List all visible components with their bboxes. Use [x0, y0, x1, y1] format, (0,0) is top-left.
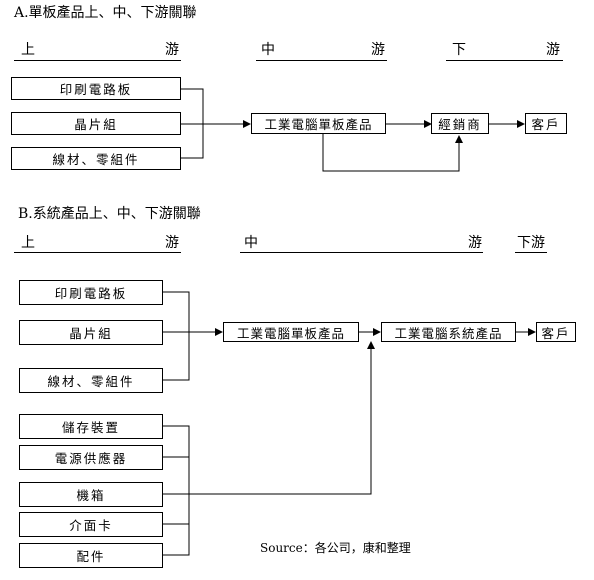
b-input-chassis: 機箱 — [19, 482, 163, 507]
a-downstream-underline — [446, 60, 563, 61]
a-distributor-node: 經銷商 — [431, 113, 489, 134]
b-group2-to-system-arrow — [163, 341, 375, 495]
b-input-pcb: 印刷電路板 — [19, 280, 163, 305]
b-input-wires-components: 線材、零組件 — [19, 368, 163, 393]
b-group2-bracket — [163, 425, 190, 556]
section-a-title: A.單板產品上、中、下游關聯 — [14, 5, 197, 21]
a-stage-midstream-2: 游 — [371, 42, 385, 58]
a-stage-downstream-2: 游 — [546, 42, 560, 58]
b-stage-upstream-2: 游 — [165, 235, 179, 251]
b-board-product-node: 工業電腦單板產品 — [223, 322, 359, 342]
b-downstream-underline — [515, 252, 547, 253]
b-customer-node: 客戶 — [536, 322, 576, 342]
a-input-chipset: 晶片組 — [11, 112, 181, 135]
a-board-product-node: 工業電腦單板產品 — [251, 113, 386, 134]
b-input-accessories: 配件 — [19, 543, 163, 568]
b-stage-midstream-2: 游 — [468, 235, 482, 251]
b-stage-midstream-1: 中 — [244, 235, 258, 251]
a-upstream-underline — [14, 60, 181, 61]
b-input-power-supply: 電源供應器 — [19, 445, 163, 470]
a-stage-midstream-1: 中 — [261, 42, 275, 58]
a-input-wires-components: 線材、零組件 — [11, 147, 181, 170]
a-customer-node: 客戶 — [525, 113, 567, 134]
a-product-to-distributor-loop — [322, 133, 463, 172]
b-input-chipset: 晶片組 — [19, 320, 163, 345]
b-stage-downstream: 下游 — [517, 235, 545, 251]
b-midstream-underline — [240, 252, 483, 253]
a-stage-upstream-1: 上 — [21, 42, 35, 58]
b-input-interface-card: 介面卡 — [19, 512, 163, 537]
b-group1-bracket — [163, 291, 190, 381]
b-upstream-underline — [14, 252, 181, 253]
b-system-product-node: 工業電腦系統產品 — [381, 322, 516, 342]
a-stage-downstream-1: 下 — [452, 42, 466, 58]
source-note: Source：各公司，康和整理 — [260, 541, 411, 555]
b-stage-upstream-1: 上 — [21, 235, 35, 251]
a-midstream-underline — [256, 60, 387, 61]
b-input-storage: 儲存裝置 — [19, 414, 163, 439]
section-b-title: B.系統產品上、中、下游關聯 — [18, 206, 201, 222]
a-stage-upstream-2: 游 — [165, 42, 179, 58]
a-input-pcb: 印刷電路板 — [11, 77, 181, 100]
